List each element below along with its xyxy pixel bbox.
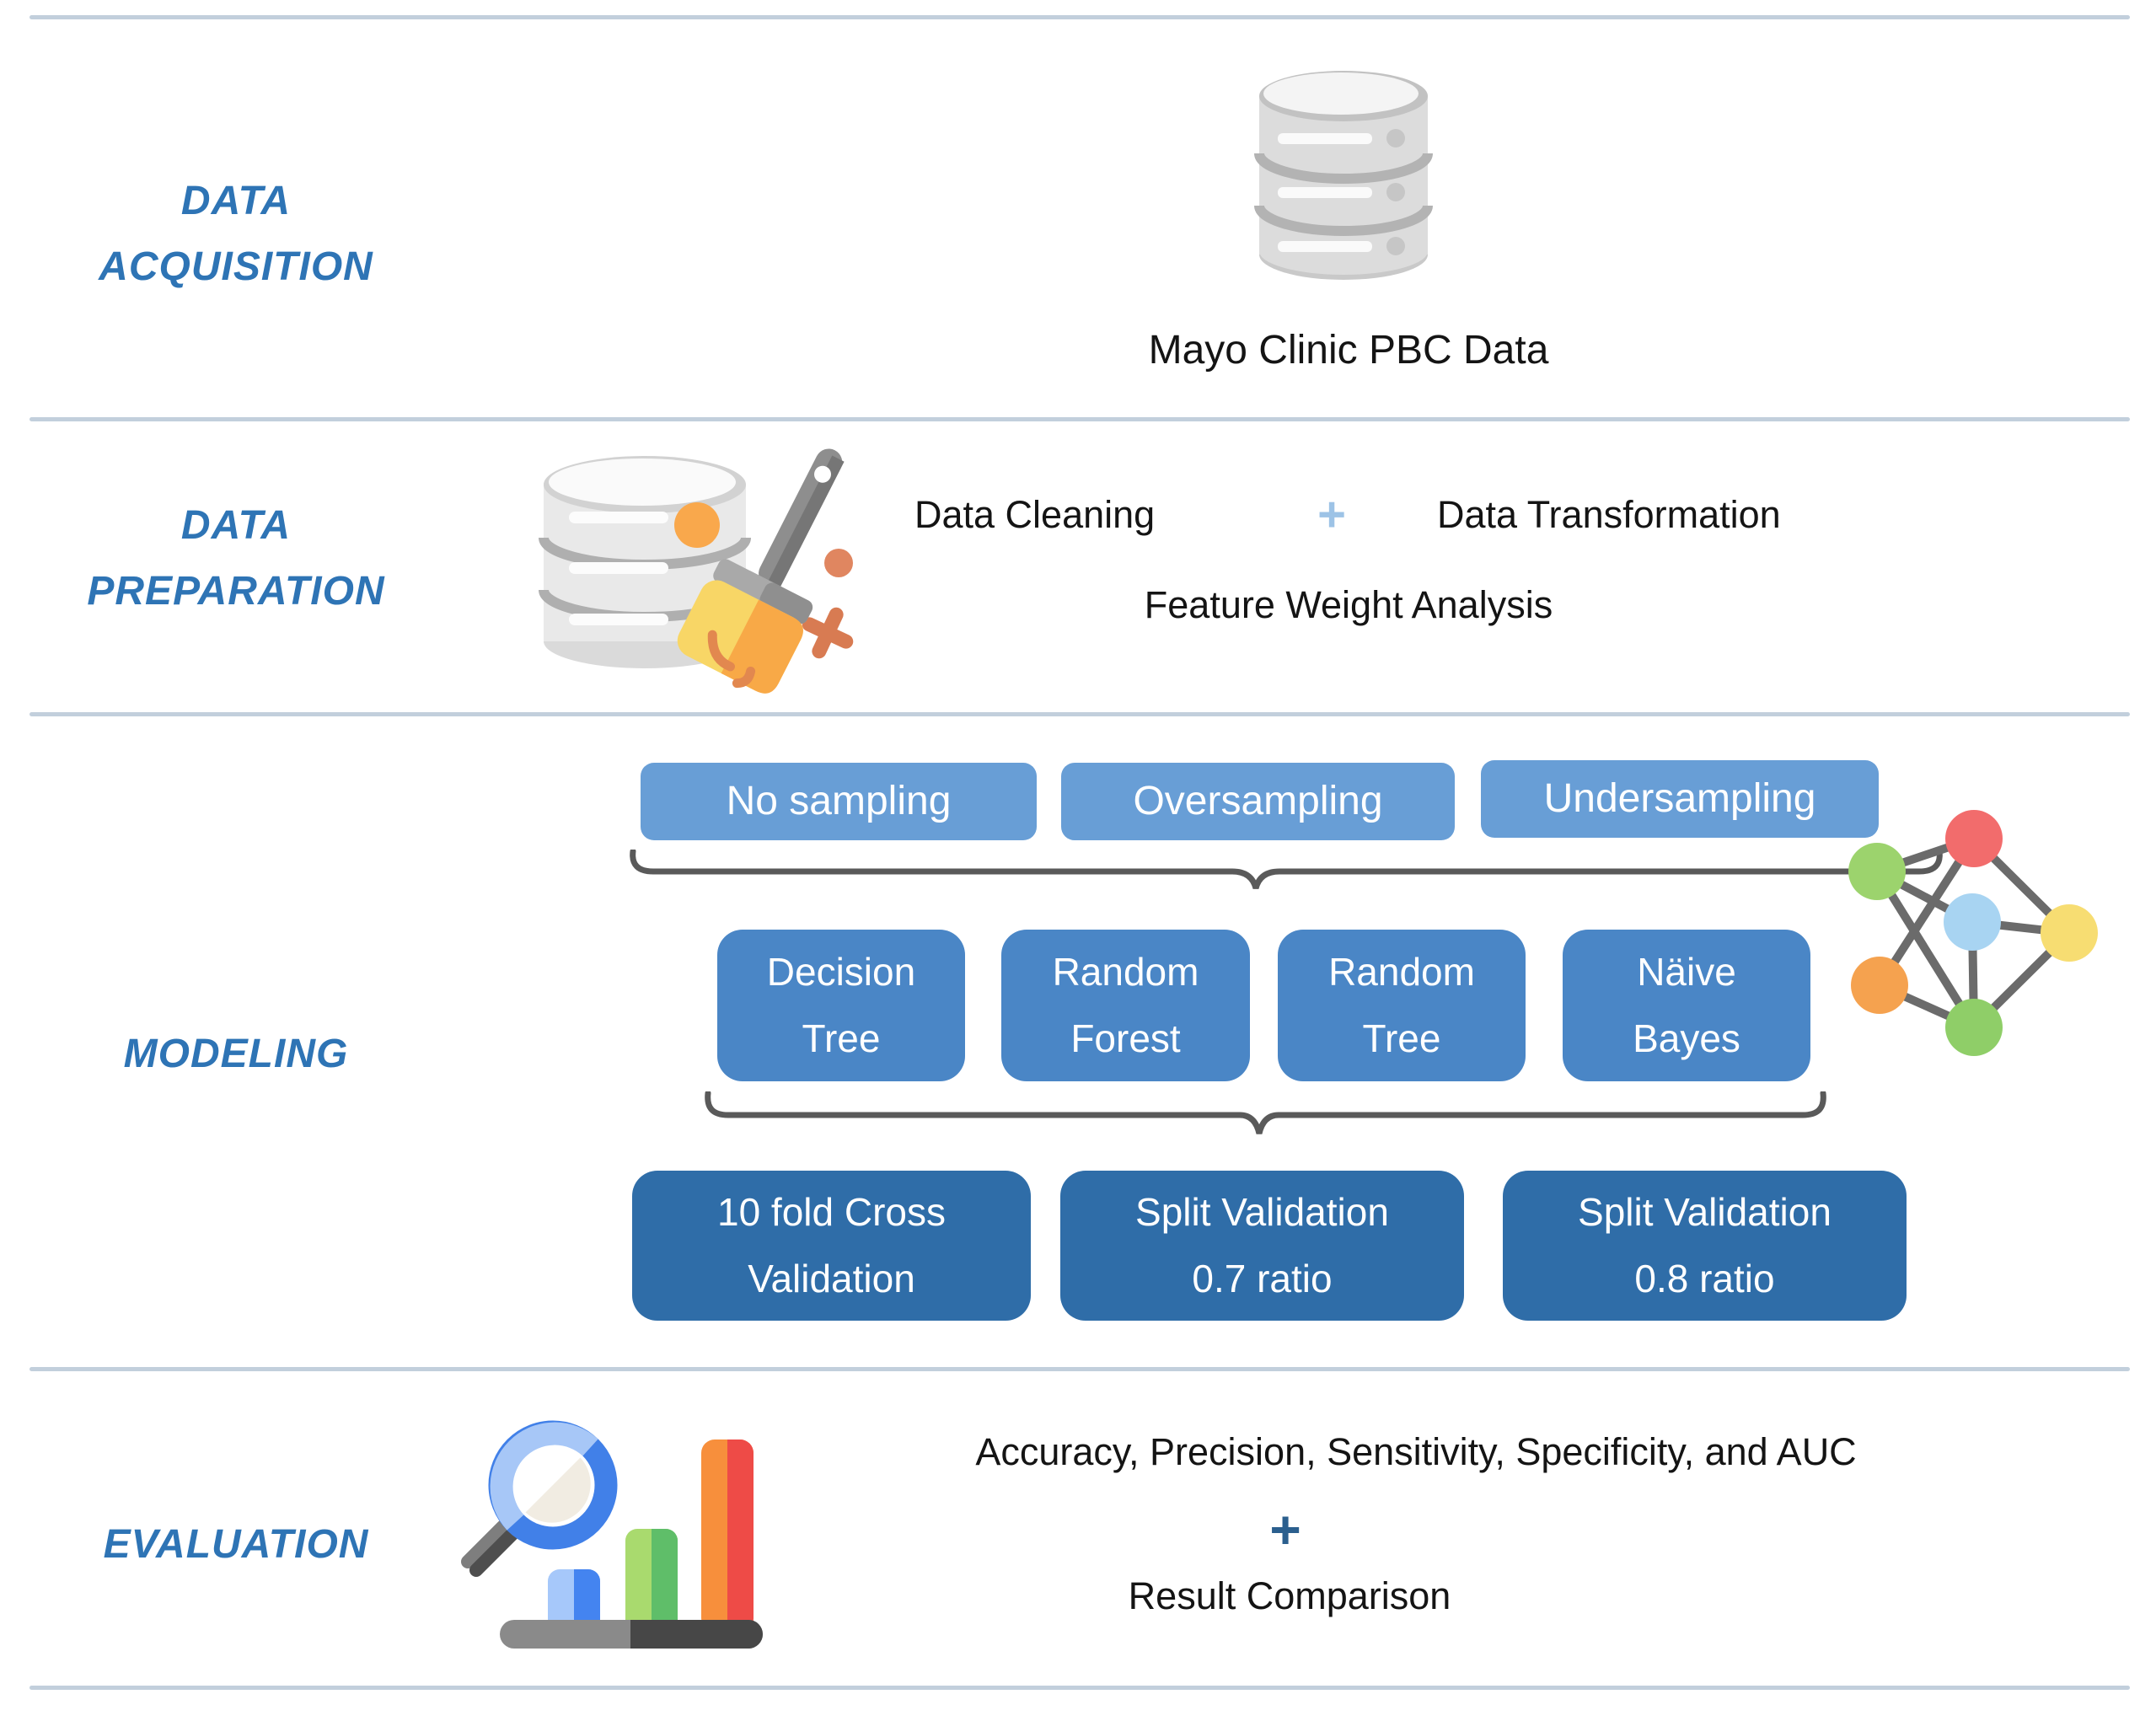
section-divider-top	[29, 15, 2130, 19]
button-random-tree[interactable]: Random Tree	[1278, 930, 1526, 1081]
dataset-caption: Mayo Clinic PBC Data	[1148, 328, 1549, 373]
button-10-fold-cross-validation[interactable]: 10 fold Cross Validation	[632, 1171, 1031, 1321]
result-comparison-label: Result Comparison	[1128, 1574, 1451, 1617]
button-label-line: Bayes	[1633, 1016, 1740, 1060]
button-split-validation-07[interactable]: Split Validation 0.7 ratio	[1060, 1171, 1464, 1321]
section-divider-modeling-evaluation	[29, 1367, 2130, 1371]
section-divider-acquisition-preparation	[29, 417, 2130, 421]
button-label: No sampling	[726, 779, 952, 823]
magnifier-bar-chart-icon	[461, 1420, 763, 1649]
evaluation-metrics-label: Accuracy, Precision, Sensitivity, Specif…	[975, 1430, 1857, 1473]
button-random-forest[interactable]: Random Forest	[1001, 930, 1250, 1081]
section-label-line: MODELING	[123, 1032, 349, 1076]
database-icon	[1254, 71, 1433, 280]
network-graph-icon	[1848, 810, 2098, 1056]
button-decision-tree[interactable]: Decision Tree	[717, 930, 965, 1081]
button-label-line: 10 fold Cross	[716, 1189, 946, 1234]
button-label-line: Forest	[1070, 1016, 1181, 1060]
data-cleaning-label: Data Cleaning	[914, 493, 1156, 536]
button-label-line: Random	[1328, 949, 1475, 994]
section-label-data-acquisition: DATA ACQUISITION	[13, 169, 459, 300]
section-divider-preparation-modeling	[29, 712, 2130, 716]
database-cleaning-icon	[539, 448, 854, 694]
brace-algorithms-to-validation	[705, 1091, 1826, 1134]
button-label-line: Split Validation	[1578, 1189, 1832, 1234]
button-naive-bayes[interactable]: Näive Bayes	[1563, 930, 1810, 1081]
button-label-line: Näive	[1637, 949, 1736, 994]
button-label-line: Tree	[1362, 1016, 1441, 1060]
section-divider-bottom	[29, 1686, 2130, 1690]
button-split-validation-08[interactable]: Split Validation 0.8 ratio	[1503, 1171, 1907, 1321]
button-label: Undersampling	[1543, 776, 1816, 821]
button-label: Oversampling	[1133, 779, 1383, 823]
button-label-line: Tree	[802, 1016, 881, 1060]
plus-icon: +	[1269, 1499, 1301, 1560]
button-label-line: Split Validation	[1135, 1189, 1389, 1234]
brace-sampling-to-algorithms	[630, 850, 1943, 890]
button-label-line: Random	[1052, 949, 1199, 994]
button-label-line: 0.7 ratio	[1192, 1257, 1333, 1300]
section-label-line: PREPARATION	[87, 569, 385, 614]
button-label-line: Decision	[766, 949, 916, 994]
feature-weight-analysis-label: Feature Weight Analysis	[1144, 583, 1553, 626]
section-label-modeling: MODELING	[13, 1021, 459, 1087]
button-label-line: 0.8 ratio	[1634, 1257, 1775, 1300]
button-label-line: Validation	[748, 1257, 915, 1300]
button-no-sampling[interactable]: No sampling	[641, 763, 1037, 840]
section-label-line: DATA	[180, 179, 292, 223]
section-label-line: EVALUATION	[103, 1522, 369, 1567]
plus-icon: +	[1317, 487, 1346, 542]
data-transformation-label: Data Transformation	[1437, 493, 1781, 536]
button-oversampling[interactable]: Oversampling	[1061, 763, 1455, 840]
section-label-line: DATA	[180, 503, 292, 548]
button-undersampling[interactable]: Undersampling	[1481, 760, 1879, 838]
section-label-line: ACQUISITION	[99, 244, 373, 289]
section-label-data-preparation: DATA PREPARATION	[13, 493, 459, 625]
section-label-evaluation: EVALUATION	[13, 1512, 459, 1578]
